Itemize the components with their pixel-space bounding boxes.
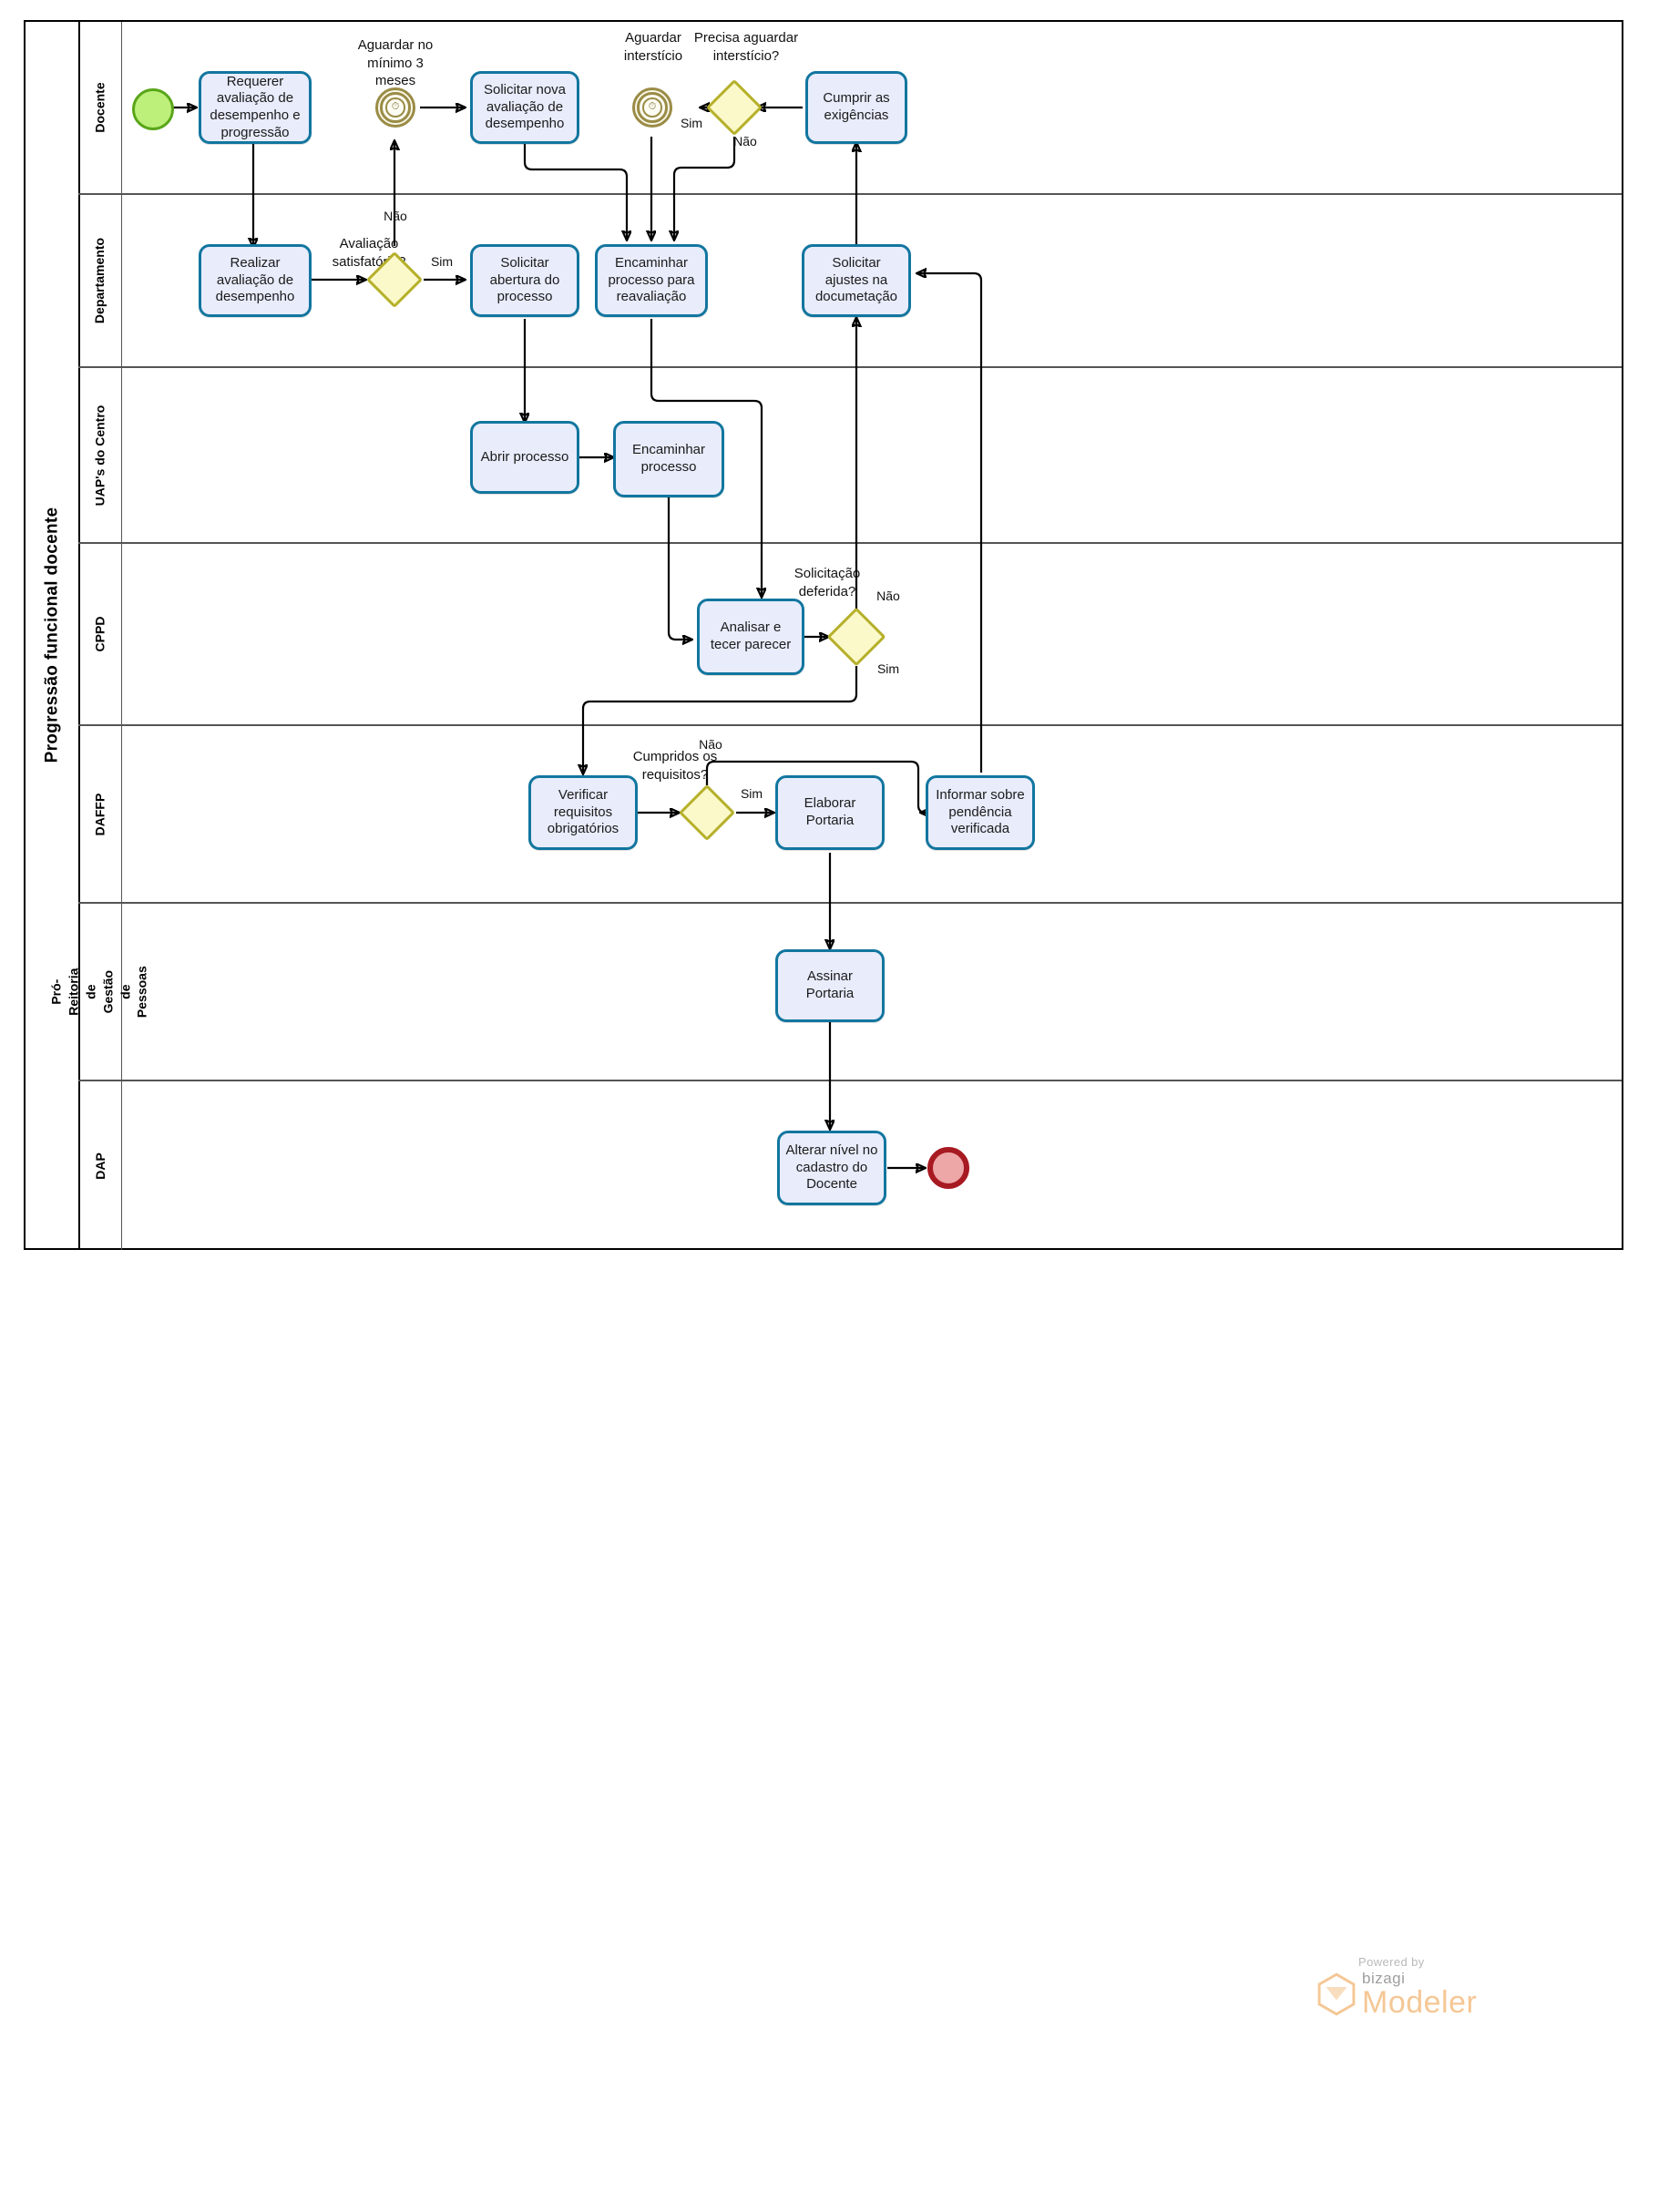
lane-label-docente: Docente (92, 82, 108, 133)
lane-header-cppd: CPPD (78, 544, 122, 724)
lane-header-dap: DAP (78, 1081, 122, 1250)
lane-header-docente: Docente (78, 22, 122, 193)
bizagi-wordmark: bizagi (1362, 1970, 1406, 1987)
lane-uaps-do-centro: UAP's do Centro (78, 368, 1622, 544)
gateway-avaliacao-satisfatoria[interactable] (365, 251, 424, 309)
timer-event-aguardar-intersticio[interactable]: ⏱ (632, 87, 672, 128)
task-analisar-e-tecer-parecer[interactable]: Analisar e tecer parecer (697, 599, 804, 675)
flow-label-intersticio-sim: Sim (680, 116, 703, 130)
gateway-solicitacao-deferida[interactable] (826, 607, 886, 667)
task-alterar-nivel-no-cadastro-do-docente[interactable]: Alterar nível no cadastro do Docente (777, 1131, 886, 1205)
lane-dap: DAP (78, 1081, 1622, 1250)
pool-title: Progressão funcional docente (42, 507, 62, 763)
lane-header-uaps: UAP's do Centro (78, 368, 122, 542)
task-solicitar-nova-avaliacao-desempenho[interactable]: Solicitar nova avaliação de desempenho (470, 71, 579, 144)
task-elaborar-portaria[interactable]: Elaborar Portaria (775, 775, 885, 850)
pool-progressao-funcional-docente: Progressão funcional docente (24, 20, 1623, 1250)
task-encaminhar-processo-para-reavaliacao[interactable]: Encaminhar processo para reavaliação (595, 244, 708, 317)
gateway-label-precisa-aguardar-intersticio: Precisa aguardar interstício? (693, 30, 799, 64)
modeler-wordmark: Modeler (1362, 1985, 1478, 2020)
task-solicitar-ajustes-na-documetacao[interactable]: Solicitar ajustes na documetação (802, 244, 911, 317)
task-assinar-portaria[interactable]: Assinar Portaria (775, 949, 885, 1022)
flow-label-requisitos-nao: Não (699, 737, 722, 752)
end-event[interactable] (927, 1147, 969, 1189)
task-solicitar-abertura-do-processo[interactable]: Solicitar abertura do processo (470, 244, 579, 317)
lane-label-departamento: Departamento (92, 237, 108, 324)
flow-label-avaliacao-nao: Não (384, 209, 407, 223)
lane-departamento: Departamento (78, 195, 1622, 368)
task-abrir-processo[interactable]: Abrir processo (470, 421, 579, 494)
flow-label-intersticio-nao: Não (733, 134, 757, 148)
flow-label-deferida-sim: Sim (876, 661, 900, 676)
gateway-cumpridos-os-requisitos[interactable] (678, 783, 736, 842)
lane-label-uaps: UAP's do Centro (92, 405, 108, 506)
timer-label-aguardar-intersticio: Aguardar interstício (623, 30, 683, 64)
lane-header-progep: Pró-Reitoria de Gestão de Pessoas (49, 904, 149, 1080)
lane-header-departamento: Departamento (78, 195, 122, 366)
task-verificar-requisitos-obrigatorios[interactable]: Verificar requisitos obrigatórios (528, 775, 638, 850)
lane-label-daffp: DAFFP (92, 793, 108, 835)
timer-label-aguardar-3-meses: Aguardar no mínimo 3 meses (357, 37, 434, 88)
task-cumprir-as-exigencias[interactable]: Cumprir as exigências (805, 71, 907, 144)
gateway-label-cumpridos-os-requisitos: Cumpridos os requisitos? (632, 749, 718, 783)
task-encaminhar-processo[interactable]: Encaminhar processo (613, 421, 724, 497)
flow-label-requisitos-sim: Sim (740, 786, 763, 801)
lane-docente: Docente (78, 22, 1622, 195)
lane-label-cppd: CPPD (92, 616, 108, 652)
powered-by-label: Powered by (1358, 1955, 1425, 1969)
lane-daffp: DAFFP (78, 726, 1622, 904)
gateway-precisa-aguardar-intersticio[interactable] (705, 78, 763, 137)
lane-pro-reitoria-gestao-pessoas: Pró-Reitoria de Gestão de Pessoas (49, 904, 1622, 1081)
pool-header: Progressão funcional docente (26, 22, 80, 1248)
task-informar-sobre-pendencia-verificada[interactable]: Informar sobre pendência verificada (926, 775, 1035, 850)
timer-event-aguardar-3-meses[interactable]: ⏱ (375, 87, 415, 128)
flow-label-avaliacao-sim: Sim (430, 254, 454, 269)
gateway-label-solicitacao-deferida: Solicitação deferida? (794, 566, 861, 599)
bizagi-modeler-branding: Powered by bizagi Modeler (1316, 1955, 1477, 2018)
flow-label-deferida-nao: Não (876, 589, 900, 603)
bizagi-hexagon-logo (1317, 1972, 1356, 2016)
lane-label-dap: DAP (92, 1152, 108, 1180)
start-event[interactable] (132, 88, 174, 130)
task-requerer-avaliacao-desempenho-progressao[interactable]: Requerer avaliação de desempenho e progr… (199, 71, 312, 144)
lane-label-progep: Pró-Reitoria de Gestão de Pessoas (48, 966, 150, 1018)
task-realizar-avaliacao-desempenho[interactable]: Realizar avaliação de desempenho (199, 244, 312, 317)
lane-header-daffp: DAFFP (78, 726, 122, 902)
